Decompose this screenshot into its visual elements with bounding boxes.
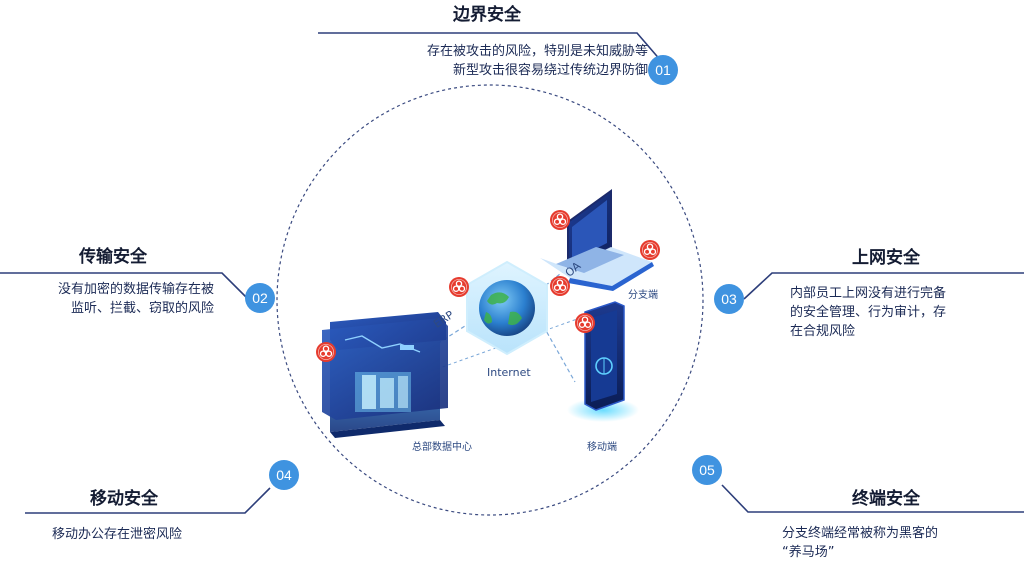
callout-line-01 — [318, 32, 663, 63]
hq-label: 总部数据中心 — [412, 442, 472, 453]
callout-line-04 — [25, 487, 271, 514]
section-05-number: 05 — [692, 455, 722, 485]
biohazard-icon — [315, 341, 337, 363]
phone-icon — [567, 301, 639, 422]
callout-line-03 — [743, 272, 1024, 300]
internet-hub — [466, 260, 548, 356]
dashed-boundary — [276, 84, 704, 516]
biohazard-icon — [549, 209, 571, 231]
section-02-desc: 没有加密的数据传输存在被 监听、拦截、窃取的风险 — [57, 282, 214, 316]
section-03-desc: 内部员工上网没有进行完备 的安全管理、行为审计，存 在合规风险 — [790, 286, 947, 339]
biohazard-icon — [448, 276, 470, 298]
biohazard-icon — [549, 275, 571, 297]
internet-label: Internet — [487, 366, 531, 379]
section-04-desc: 移动办公存在泄密风险 — [52, 527, 183, 542]
mobile-label: 移动端 — [587, 442, 617, 453]
biohazard-icon — [639, 239, 661, 261]
callout-line-05 — [721, 484, 1024, 513]
section-03-title: 上网安全 — [852, 248, 920, 268]
section-02-number: 02 — [245, 283, 275, 313]
branch-label: 分支端 — [628, 290, 658, 301]
globe-icon — [479, 280, 535, 336]
biohazard-icon — [574, 312, 596, 334]
section-05-desc: 分支终端经常被称为黑客的 “养马场” — [782, 526, 939, 560]
section-04-title: 移动安全 — [90, 489, 158, 509]
section-04-number: 04 — [269, 460, 299, 490]
section-01-number: 01 — [648, 55, 678, 85]
section-01-title: 边界安全 — [453, 5, 521, 25]
section-01-desc: 存在被攻击的风险，特别是未知威胁等 新型攻击很容易绕过传统边界防御 — [426, 44, 648, 78]
section-02-title: 传输安全 — [79, 247, 147, 267]
laptop-icon — [540, 189, 654, 291]
callout-line-02 — [0, 272, 247, 298]
section-05-title: 终端安全 — [852, 489, 920, 509]
server-icon — [322, 312, 448, 438]
section-03-number: 03 — [714, 284, 744, 314]
